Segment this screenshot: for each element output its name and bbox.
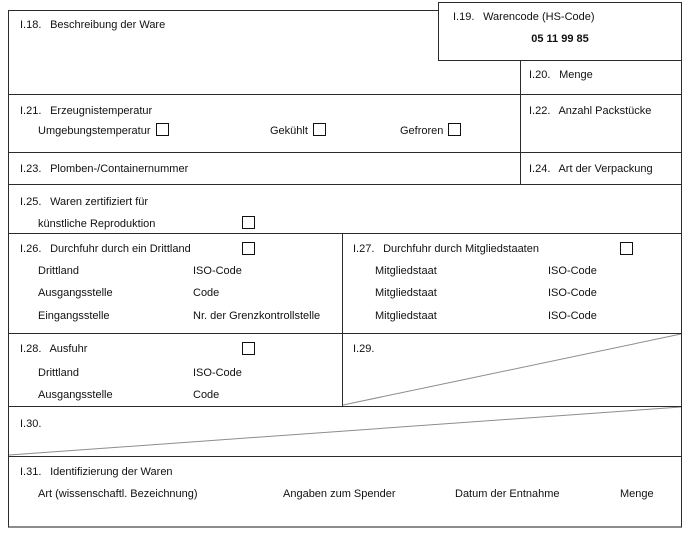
field-i23-label: Plomben-/Containernummer bbox=[50, 163, 189, 175]
field-i23-header: I.23. Plomben-/Containernummer bbox=[20, 163, 188, 176]
i28-row-value-label: Code bbox=[193, 389, 220, 401]
field-i25-label: Waren zertifiziert für bbox=[50, 196, 149, 208]
field-i24-label: Art der Verpackung bbox=[558, 163, 653, 175]
diagonal-strike-i30 bbox=[9, 406, 681, 456]
i27-row-label: Mitgliedstaat bbox=[375, 265, 437, 277]
field-i22-header: I.22. Anzahl Packstücke bbox=[529, 105, 651, 118]
grid-line-row-i30-bottom bbox=[9, 456, 681, 457]
field-i21-header: I.21. Erzeugnistemperatur bbox=[20, 105, 152, 118]
i27-row-label: Mitgliedstaat bbox=[375, 287, 437, 299]
field-i24-header: I.24. Art der Verpackung bbox=[529, 163, 653, 176]
i27-row-value-label: ISO-Code bbox=[548, 265, 597, 277]
certificate-form-grid: I.18. Beschreibung der Ware I.20. Menge … bbox=[8, 10, 682, 528]
grid-line-right-column-divider bbox=[520, 61, 521, 184]
i27-row-label: Mitgliedstaat bbox=[375, 310, 437, 322]
field-i19-box: I.19. Warencode (HS-Code) 05 11 99 85 bbox=[438, 2, 682, 61]
i28-row-label: Ausgangsstelle bbox=[38, 389, 113, 401]
field-i20-number: I.20. bbox=[529, 69, 551, 81]
i31-column-species: Art (wissenschaftl. Bezeichnung) bbox=[38, 488, 198, 500]
transit-third-country-checkbox[interactable] bbox=[242, 242, 255, 255]
export-checkbox[interactable] bbox=[242, 342, 255, 355]
field-i21-label: Erzeugnistemperatur bbox=[50, 105, 153, 117]
field-i26-label: Durchfuhr durch ein Drittland bbox=[50, 243, 191, 255]
field-i30-number: I.30. bbox=[20, 418, 42, 430]
grid-line-row-i26-bottom bbox=[9, 333, 681, 334]
field-i28-header: I.28. Ausfuhr bbox=[20, 343, 87, 356]
grid-line-row-i28-bottom bbox=[9, 406, 681, 407]
ambient-temperature-checkbox[interactable] bbox=[155, 123, 169, 136]
field-i18-label: Beschreibung der Ware bbox=[50, 19, 166, 31]
field-i23-number: I.23. bbox=[20, 163, 42, 175]
field-i27-label: Durchfuhr durch Mitgliedstaaten bbox=[383, 243, 539, 255]
field-i20-label: Menge bbox=[559, 69, 593, 81]
grid-line-row-i25-bottom bbox=[9, 233, 681, 234]
field-i31-label: Identifizierung der Waren bbox=[50, 466, 173, 478]
hs-code-value: 05 11 99 85 bbox=[531, 33, 589, 45]
field-i28-number: I.28. bbox=[20, 343, 42, 355]
field-i26-header: I.26. Durchfuhr durch ein Drittland bbox=[20, 243, 191, 256]
field-i19-number: I.19. bbox=[453, 11, 475, 23]
i27-row-value-label: ISO-Code bbox=[548, 310, 597, 322]
i28-row-label: Drittland bbox=[38, 367, 79, 379]
i28-row-value-label: ISO-Code bbox=[193, 367, 242, 379]
field-i19-header: I.19. Warencode (HS-Code) bbox=[453, 11, 595, 23]
field-i26-number: I.26. bbox=[20, 243, 42, 255]
field-i24-number: I.24. bbox=[529, 163, 551, 175]
chilled-checkbox[interactable] bbox=[312, 123, 326, 136]
grid-line-row-i23-bottom bbox=[9, 184, 681, 185]
grid-line-row-i21-bottom bbox=[9, 152, 681, 153]
diagonal-strike-i29 bbox=[343, 333, 681, 406]
i26-row-value-label: Nr. der Grenzkontrollstelle bbox=[193, 310, 321, 322]
field-i21-number: I.21. bbox=[20, 105, 42, 117]
transit-member-states-checkbox[interactable] bbox=[620, 242, 633, 255]
i21-option-frozen-label: Gefroren bbox=[400, 125, 444, 137]
i21-option-chilled-label: Gekühlt bbox=[270, 125, 308, 137]
i31-column-quantity: Menge bbox=[620, 488, 654, 500]
field-i28-label: Ausfuhr bbox=[49, 343, 88, 355]
field-i29-number: I.29. bbox=[353, 343, 375, 355]
artificial-reproduction-checkbox[interactable] bbox=[242, 216, 255, 229]
i31-column-date: Datum der Entnahme bbox=[455, 488, 560, 500]
grid-line-center-column-divider bbox=[342, 233, 343, 406]
field-i25-number: I.25. bbox=[20, 196, 42, 208]
i21-option-ambient: Umgebungstemperatur bbox=[38, 123, 169, 138]
field-i25-header: I.25. Waren zertifiziert für bbox=[20, 196, 148, 209]
field-i27-header: I.27. Durchfuhr durch Mitgliedstaaten bbox=[353, 243, 539, 256]
i21-option-ambient-label: Umgebungstemperatur bbox=[38, 125, 151, 137]
frozen-checkbox[interactable] bbox=[448, 123, 462, 136]
i26-row-value-label: Code bbox=[193, 287, 220, 299]
i21-option-chilled: Gekühlt bbox=[270, 123, 326, 138]
grid-line-row-i18-bottom bbox=[9, 94, 681, 95]
field-i27-number: I.27. bbox=[353, 243, 375, 255]
i26-row-label: Eingangsstelle bbox=[38, 310, 110, 322]
field-i22-label: Anzahl Packstücke bbox=[558, 105, 652, 117]
field-i18-header: I.18. Beschreibung der Ware bbox=[20, 19, 165, 32]
field-i25-sublabel: künstliche Reproduktion bbox=[38, 218, 156, 230]
field-i22-number: I.22. bbox=[529, 105, 551, 117]
field-i31-number: I.31. bbox=[20, 466, 42, 478]
i27-row-value-label: ISO-Code bbox=[548, 287, 597, 299]
i21-option-frozen: Gefroren bbox=[400, 123, 462, 138]
field-i31-header: I.31. Identifizierung der Waren bbox=[20, 466, 173, 479]
field-i19-label: Warencode (HS-Code) bbox=[483, 11, 595, 23]
field-i20-header: I.20. Menge bbox=[529, 69, 593, 82]
i31-column-donor: Angaben zum Spender bbox=[283, 488, 396, 500]
i26-row-label: Ausgangsstelle bbox=[38, 287, 113, 299]
i26-row-label: Drittland bbox=[38, 265, 79, 277]
field-i18-number: I.18. bbox=[20, 19, 42, 31]
i26-row-value-label: ISO-Code bbox=[193, 265, 242, 277]
